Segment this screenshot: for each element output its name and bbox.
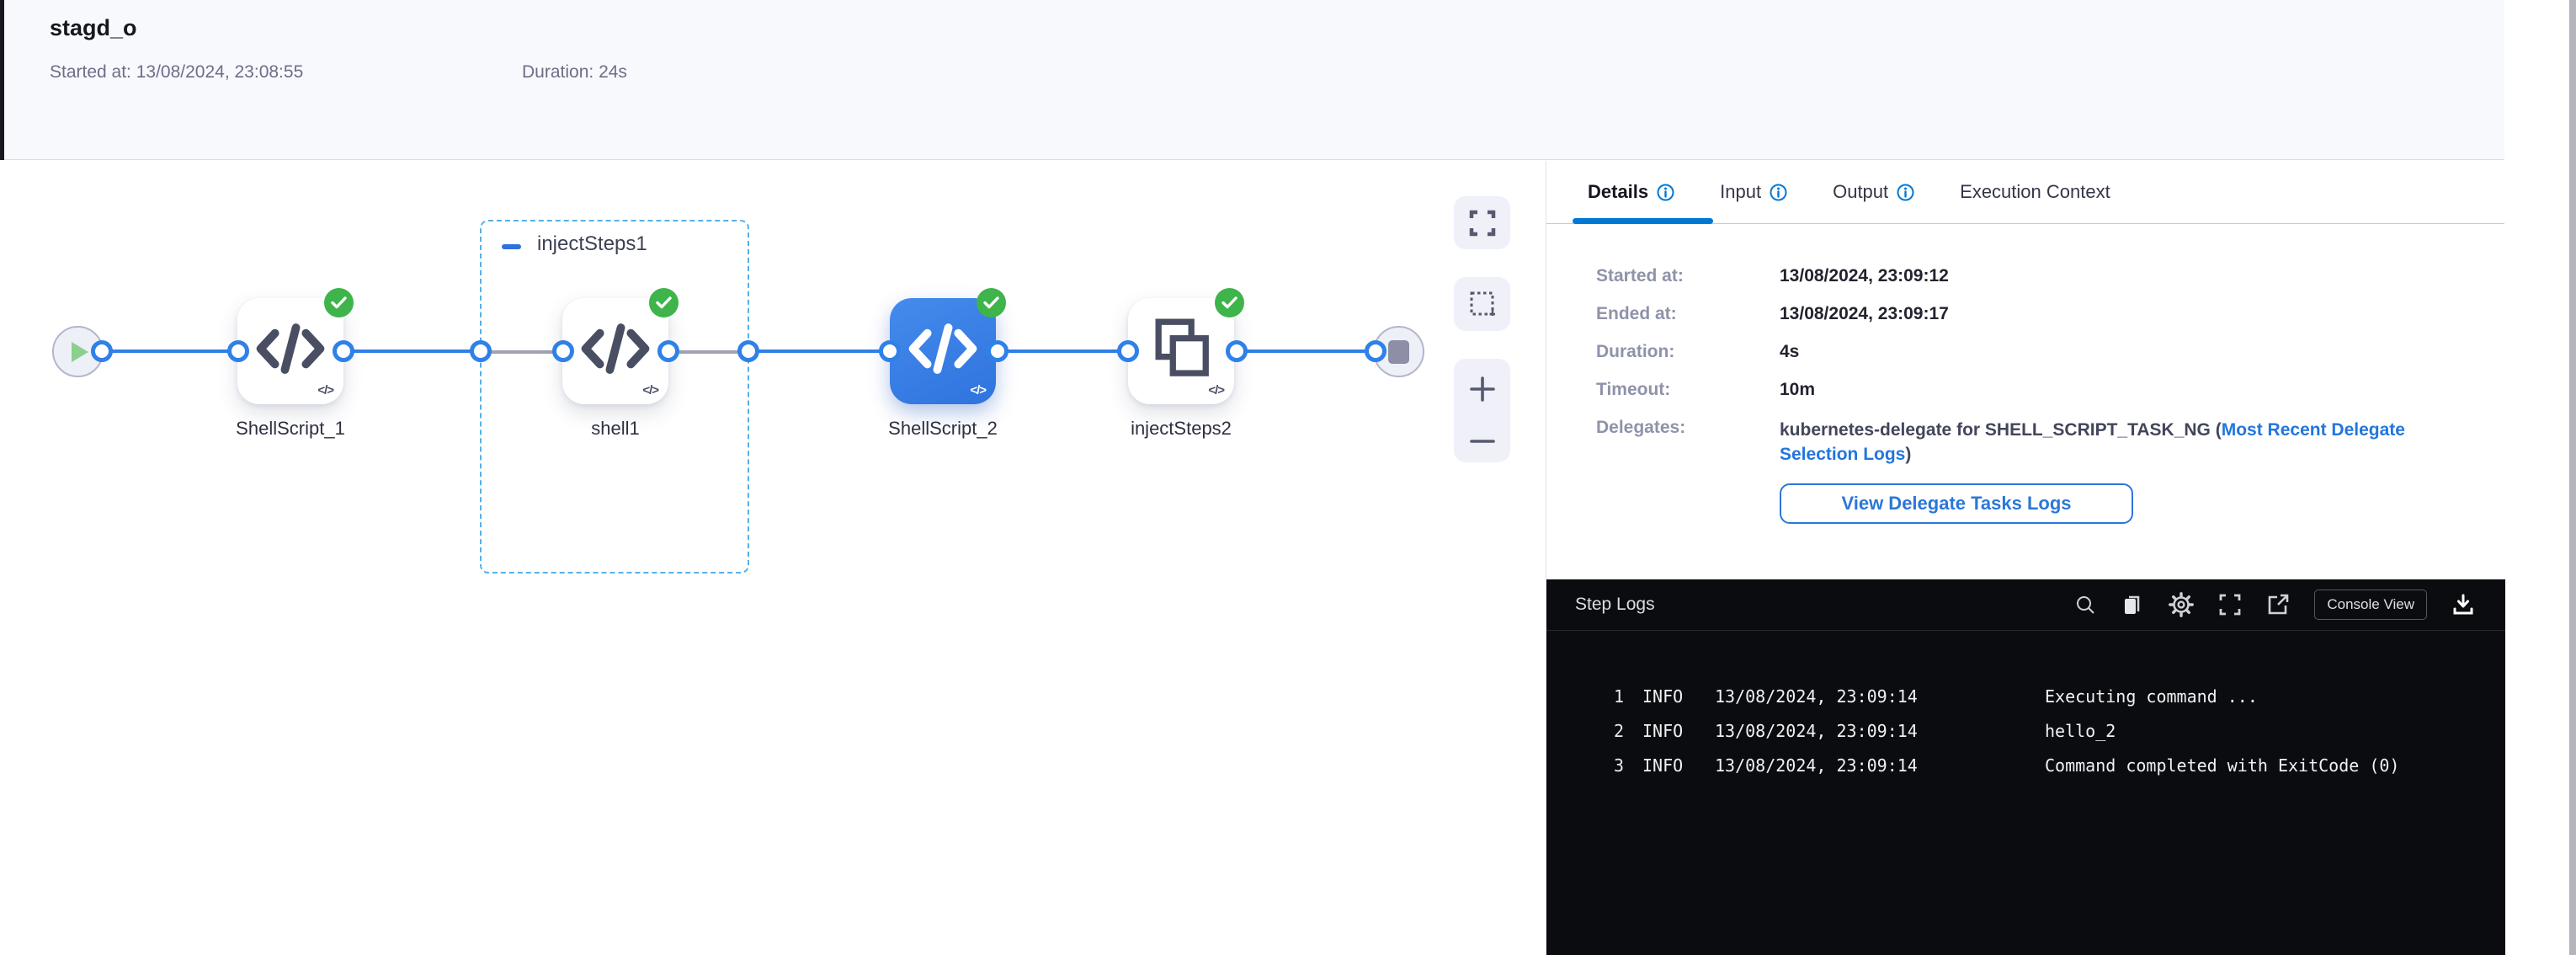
step-logs-console: Step Logs [1546, 579, 2505, 955]
edge-shellscript1-to-group [343, 349, 482, 353]
console-view-button[interactable]: Console View [2314, 590, 2427, 620]
code-icon [908, 323, 977, 374]
info-icon[interactable] [1897, 184, 1914, 201]
view-delegate-tasks-logs-button[interactable]: View Delegate Tasks Logs [1780, 483, 2133, 524]
duration-meta: Duration: 24s [522, 62, 627, 83]
marquee-select-icon [1470, 291, 1495, 316]
play-icon [72, 341, 88, 362]
port [333, 340, 354, 362]
started-at-value: 13/08/2024, 23:08:55 [136, 62, 304, 82]
detail-row-timeout: Timeout: 10m [1596, 380, 1816, 399]
zoom-in-icon[interactable] [1467, 374, 1498, 404]
search-icon[interactable] [2074, 594, 2097, 616]
download-icon[interactable] [2451, 593, 2475, 616]
node-label-shellscript-2[interactable]: ShellScript_2 [888, 418, 998, 439]
node-shellscript-1[interactable]: </> [237, 288, 354, 404]
info-icon[interactable] [1657, 184, 1674, 201]
port [657, 340, 679, 362]
edge-start-to-shellscript1 [102, 349, 239, 353]
duration-value: 24s [599, 62, 627, 82]
detail-row-duration: Duration: 4s [1596, 342, 1800, 361]
node-label-injectsteps2[interactable]: injectSteps2 [1131, 418, 1232, 439]
stage-header: stagd_o Started at: 13/08/2024, 23:08:55… [0, 0, 2504, 160]
started-at-label: Started at: [50, 62, 131, 82]
detail-row-started: Started at: 13/08/2024, 23:09:12 [1596, 266, 1949, 285]
edge-shell1-to-groupend [668, 350, 749, 354]
detail-row-delegates: Delegates: kubernetes-delegate for SHELL… [1596, 418, 2504, 467]
started-at-meta: Started at: 13/08/2024, 23:08:55 [50, 62, 303, 83]
detail-row-ended: Ended at: 13/08/2024, 23:09:17 [1596, 304, 1949, 323]
active-tab-underline [1573, 218, 1713, 224]
details-tab-content: Started at: 13/08/2024, 23:09:12 Ended a… [1546, 224, 2504, 524]
edge-injectsteps2-to-end [1237, 349, 1376, 353]
stage-title: stagd_o [50, 15, 137, 40]
fullscreen-icon[interactable] [2218, 593, 2242, 616]
port [1226, 340, 1248, 362]
port [879, 340, 901, 362]
zoom-controls [1454, 359, 1510, 462]
edge-group-to-shellscript2 [748, 349, 891, 353]
shell-script-badge-icon: </> [642, 383, 659, 397]
tab-output[interactable]: Output [1833, 181, 1914, 203]
info-icon[interactable] [1770, 184, 1787, 201]
success-check-icon [977, 288, 1006, 317]
shell-script-badge-icon: </> [317, 383, 334, 397]
log-line: 3 INFO 13/08/2024, 23:09:14 Command comp… [1613, 755, 2400, 776]
details-tabbar: Details Input Output [1546, 161, 2504, 224]
group-label[interactable]: injectSteps1 [537, 232, 647, 255]
node-label-shell1[interactable]: shell1 [591, 418, 640, 439]
port [227, 340, 249, 362]
port [1117, 340, 1139, 362]
success-check-icon [1215, 288, 1244, 317]
delegate-selection-logs-link[interactable]: Most Recent Delegate Selection Logs [1780, 420, 2405, 464]
stop-icon [1388, 339, 1409, 364]
delegates-value: kubernetes-delegate for SHELL_SCRIPT_TAS… [1780, 420, 2405, 464]
log-line: 1 INFO 13/08/2024, 23:09:14 Executing co… [1613, 686, 2258, 707]
port [552, 340, 574, 362]
steps-group-icon [1155, 318, 1209, 376]
code-icon [256, 323, 325, 374]
port [1365, 340, 1386, 362]
step-group-injectsteps1: injectSteps1 [480, 220, 749, 574]
step-logs-actions: Console View [2074, 590, 2475, 620]
node-shell1[interactable]: </> [562, 288, 679, 404]
step-details-panel: Details Input Output [1546, 161, 2505, 955]
edge-group-to-shell1 [482, 350, 563, 354]
pipeline-canvas[interactable]: injectSteps1 </> ShellScript_1 [0, 161, 1546, 955]
left-accent-bar [0, 0, 4, 160]
node-injectsteps2[interactable]: </> [1128, 288, 1244, 404]
success-check-icon [324, 288, 354, 317]
step-logs-header: Step Logs [1546, 579, 2505, 631]
copy-icon[interactable] [2121, 593, 2144, 617]
shell-script-badge-icon: </> [1208, 383, 1225, 397]
port [470, 340, 492, 362]
fit-view-icon [1469, 210, 1495, 236]
duration-label: Duration: [522, 62, 594, 82]
step-logs-title: Step Logs [1575, 595, 1655, 614]
external-link-icon[interactable] [2266, 593, 2290, 616]
fit-view-button[interactable] [1454, 196, 1510, 249]
port [91, 340, 113, 362]
zoom-out-icon[interactable] [1467, 435, 1498, 447]
port [737, 340, 759, 362]
log-line: 2 INFO 13/08/2024, 23:09:14 hello_2 [1613, 721, 2116, 741]
tab-input[interactable]: Input [1720, 181, 1787, 203]
collapse-group-icon[interactable] [502, 244, 521, 249]
port [987, 340, 1009, 362]
edge-shellscript2-to-injectsteps2 [998, 349, 1129, 353]
tab-details[interactable]: Details [1588, 181, 1674, 203]
step-logs-body[interactable]: 1 INFO 13/08/2024, 23:09:14 Executing co… [1546, 631, 2505, 790]
marquee-select-button[interactable] [1454, 277, 1510, 331]
node-shellscript-2[interactable]: </> [890, 288, 1006, 404]
shell-script-badge-icon: </> [970, 383, 987, 397]
success-check-icon [649, 288, 679, 317]
code-icon [581, 323, 650, 374]
settings-icon[interactable] [2169, 592, 2195, 617]
tab-execution-context[interactable]: Execution Context [1960, 181, 2110, 202]
node-label-shellscript-1[interactable]: ShellScript_1 [236, 418, 345, 439]
page-scrollbar[interactable] [2569, 0, 2576, 955]
